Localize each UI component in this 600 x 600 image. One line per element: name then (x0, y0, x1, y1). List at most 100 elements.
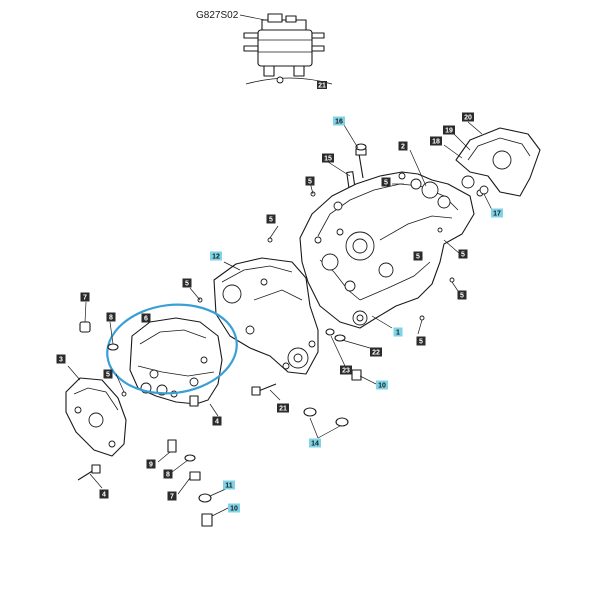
callout-label: 7 (83, 295, 87, 302)
callout-box (458, 249, 468, 259)
callout-5[interactable]: 5 (305, 176, 315, 186)
callout-label: 20 (464, 115, 472, 122)
callout-label: 5 (460, 293, 464, 300)
callout-box (167, 491, 177, 501)
part-bolt-4-lower[interactable] (77, 464, 101, 481)
callout-5[interactable]: 5 (266, 214, 276, 224)
part-breather-16[interactable] (355, 143, 367, 179)
part-seal-11[interactable] (198, 493, 212, 503)
callout-2[interactable]: 2 (398, 141, 408, 151)
part-bolt-21[interactable] (251, 383, 277, 396)
callout-label: 5 (384, 180, 388, 187)
part-washer-8-upper[interactable] (107, 343, 119, 351)
callout-6[interactable]: 6 (141, 313, 151, 323)
part-plug-10-upper[interactable] (351, 369, 362, 381)
callout-box (443, 125, 455, 135)
callout-7[interactable]: 7 (80, 292, 90, 302)
callout-label: 15 (324, 156, 332, 163)
part-plug-7-upper[interactable] (79, 321, 91, 333)
callout-15[interactable]: 15 (322, 153, 334, 163)
callout-5[interactable]: 5 (103, 369, 113, 379)
part-rear-cover-20[interactable] (455, 127, 541, 197)
callout-label: 12 (212, 254, 220, 261)
callout-label: 3 (59, 357, 63, 364)
callout-7[interactable]: 7 (167, 491, 177, 501)
callout-label: 5 (269, 217, 273, 224)
callout-label: 5 (185, 281, 189, 288)
callout-label: 16 (335, 119, 343, 126)
callout-9[interactable]: 9 (146, 459, 156, 469)
callout-label: 19 (445, 128, 453, 135)
callout-1[interactable]: 1 (393, 327, 403, 337)
callout-label: 10 (230, 506, 238, 513)
callout-20[interactable]: 20 (462, 112, 474, 122)
reference-assembly-icon (243, 13, 333, 85)
callout-box (212, 416, 222, 426)
callout-10[interactable]: 10 (376, 380, 388, 390)
part-washer-22[interactable] (334, 334, 346, 342)
part-drain-plug-10-lower[interactable] (201, 513, 213, 527)
callout-box (381, 177, 391, 187)
part-plug-7-lower[interactable] (189, 471, 201, 481)
callout-label: 4 (102, 492, 106, 499)
callout-box (333, 116, 345, 126)
part-washers-14[interactable] (303, 407, 349, 427)
callout-label: 6 (144, 316, 148, 323)
callout-box (103, 369, 113, 379)
callout-3[interactable]: 3 (56, 354, 66, 364)
part-ring-17[interactable] (479, 185, 489, 195)
reference-label: G827S02 (196, 10, 239, 21)
callout-box (491, 208, 503, 218)
callout-box (309, 438, 321, 448)
callout-label: 14 (311, 441, 319, 448)
callout-box (398, 141, 408, 151)
callout-box (228, 503, 240, 513)
callout-5[interactable]: 5 (182, 278, 192, 288)
part-intermediate-housing-12[interactable] (213, 257, 319, 375)
callout-box (277, 403, 289, 413)
callout-16[interactable]: 16 (333, 116, 345, 126)
callout-box (416, 336, 426, 346)
callout-label: 8 (166, 472, 170, 479)
callout-22[interactable]: 22 (370, 347, 382, 357)
callout-17[interactable]: 17 (491, 208, 503, 218)
callout-label: 21 (279, 406, 287, 413)
callout-5[interactable]: 5 (457, 290, 467, 300)
part-side-cover-3[interactable] (65, 377, 127, 457)
callout-21[interactable]: 21 (277, 403, 289, 413)
callout-10[interactable]: 10 (228, 503, 240, 513)
part-washer-8-lower[interactable] (184, 454, 196, 462)
callout-5[interactable]: 5 (416, 336, 426, 346)
callout-box (80, 292, 90, 302)
callout-5[interactable]: 5 (413, 251, 423, 261)
callout-5[interactable]: 5 (381, 177, 391, 187)
callout-label: 10 (378, 383, 386, 390)
callout-label: 2 (401, 144, 405, 151)
callout-23[interactable]: 23 (340, 365, 352, 375)
callout-label: 17 (493, 211, 501, 218)
callout-14[interactable]: 14 (309, 438, 321, 448)
callout-label: 23 (342, 368, 350, 375)
callout-18[interactable]: 18 (430, 136, 442, 146)
reference-thumbnail[interactable]: G827S02 21 (196, 10, 333, 90)
callout-4[interactable]: 4 (99, 489, 109, 499)
callout-5[interactable]: 5 (458, 249, 468, 259)
callout-label: 9 (149, 462, 153, 469)
callout-8[interactable]: 8 (163, 469, 173, 479)
callout-12[interactable]: 12 (210, 251, 222, 261)
reference-tag-label: 21 (318, 83, 326, 90)
part-front-case-6[interactable] (102, 297, 242, 407)
part-main-housing-1[interactable] (299, 171, 475, 329)
part-washer-23[interactable] (325, 328, 335, 336)
callout-box (210, 251, 222, 261)
highlight-circle (106, 303, 238, 395)
callout-11[interactable]: 11 (223, 480, 235, 490)
callout-box (182, 278, 192, 288)
callout-8[interactable]: 8 (106, 312, 116, 322)
callout-label: 4 (215, 419, 219, 426)
callout-4[interactable]: 4 (212, 416, 222, 426)
callout-19[interactable]: 19 (443, 125, 455, 135)
part-plug-9[interactable] (167, 439, 177, 453)
